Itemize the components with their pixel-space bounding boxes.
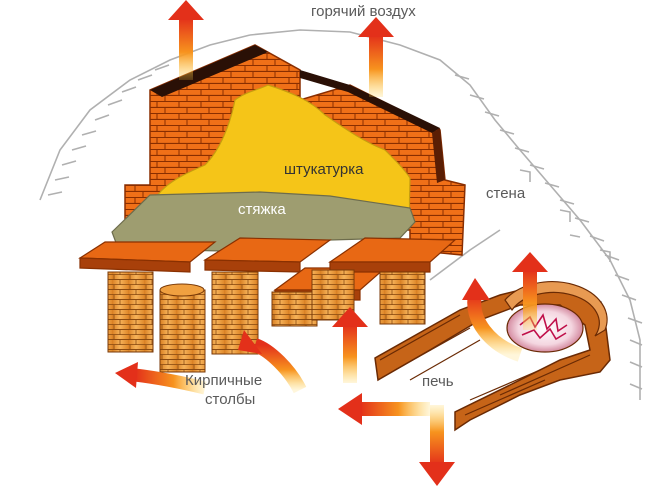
slabs <box>78 237 457 301</box>
label-brick-pillars-line1: Кирпичные <box>185 372 263 389</box>
arrow-up-stove <box>512 252 548 330</box>
label-stove: печь <box>422 373 454 390</box>
arrow-up-right <box>358 17 394 97</box>
label-screed: стяжка <box>238 201 286 218</box>
arrow-left-pillars <box>115 362 207 395</box>
arrow-curved-pillars <box>238 330 307 394</box>
arrow-curved-channel <box>462 278 523 362</box>
arrow-up-left <box>168 0 204 80</box>
label-wall: стена <box>486 185 526 202</box>
arrow-up-center <box>332 307 368 383</box>
label-hot-air: горячий воздух <box>311 3 416 20</box>
label-brick-pillars-line2: столбы <box>205 391 256 408</box>
plaster-layer <box>144 84 413 229</box>
arrow-left-stove <box>338 393 430 425</box>
hot-air-arrows <box>115 0 548 486</box>
wall-sketch <box>39 29 643 400</box>
label-plaster: штукатурка <box>284 161 364 178</box>
brick-pillars <box>107 269 426 373</box>
arrow-down-stove <box>419 405 455 486</box>
